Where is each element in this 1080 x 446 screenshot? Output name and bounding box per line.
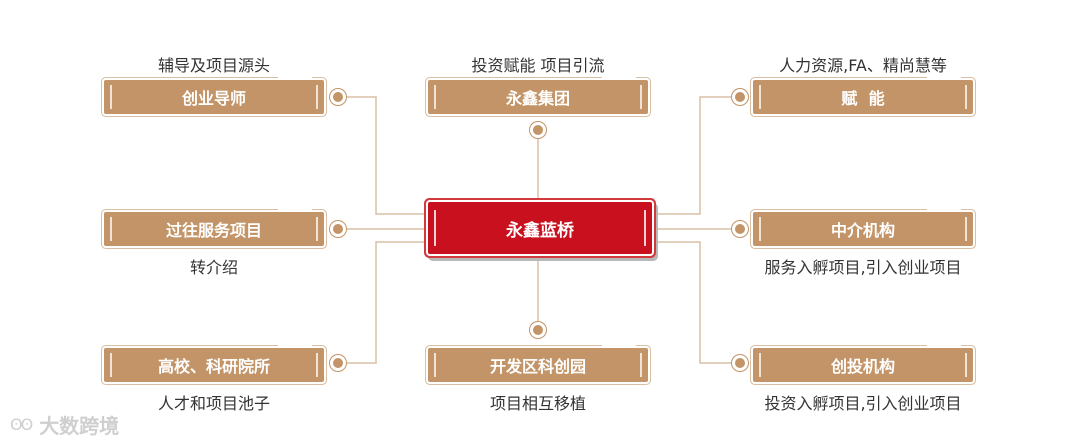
dot-mentor [333, 92, 343, 102]
caption-park: 项目相互移植 [489, 394, 586, 413]
watermark: ʘʘ 大数跨境 [10, 410, 119, 439]
connector-vc [652, 241, 740, 364]
connector-empower [652, 96, 740, 215]
dot-agency [735, 224, 745, 234]
dot-past [333, 224, 343, 234]
node-park: 开发区科创园 [428, 345, 648, 382]
watermark-logo-icon: ʘʘ [10, 415, 33, 434]
caption-mentor: 辅导及项目源头 [157, 56, 270, 75]
caption-past: 转介绍 [189, 258, 238, 277]
watermark-text: 大数跨境 [39, 414, 120, 438]
dot-group [533, 125, 543, 135]
caption-agency: 服务入孵项目,引入创业项目 [764, 258, 962, 277]
node-vc: 创投机构 [753, 345, 973, 382]
connector-university [338, 241, 428, 364]
caption-university: 人才和项目池子 [157, 394, 270, 413]
caption-vc: 投资入孵项目,引入创业项目 [764, 394, 962, 413]
dot-vc [735, 358, 745, 368]
node-university: 高校、科研院所 [104, 345, 324, 382]
node-group: 永鑫集团 [428, 77, 648, 114]
node-mentor: 创业导师 [104, 77, 324, 114]
node-center: 永鑫蓝桥 [428, 202, 652, 254]
dot-park [533, 325, 543, 335]
dot-empower [735, 92, 745, 102]
node-empower: 赋 能 [753, 77, 973, 114]
caption-group: 投资赋能 项目引流 [471, 56, 605, 75]
caption-empower: 人力资源,FA、精尚慧等 [779, 56, 947, 75]
node-agency: 中介机构 [753, 209, 973, 246]
node-past: 过往服务项目 [104, 209, 324, 246]
dot-university [333, 358, 343, 368]
connector-mentor [338, 96, 428, 215]
